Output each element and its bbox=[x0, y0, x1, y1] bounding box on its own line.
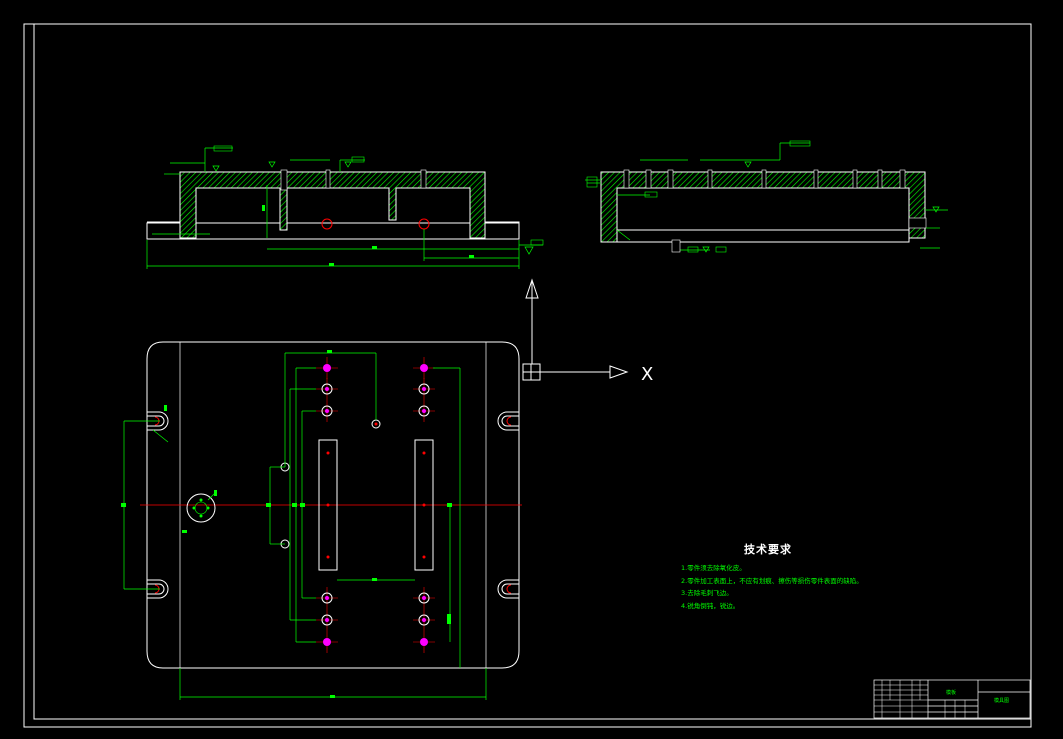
ucs-x-label: X bbox=[641, 364, 653, 385]
inner-frame bbox=[33, 23, 1032, 720]
tech-requirements-list: 1.零件须去除氧化皮。 2.零件加工表面上，不应有划痕、擦伤等损伤零件表面的缺陷… bbox=[681, 562, 863, 612]
ucs-icon bbox=[522, 278, 629, 381]
plan-holes bbox=[316, 357, 435, 653]
tech-requirement-item: 3.去除毛刺飞边。 bbox=[681, 589, 733, 597]
side-section-view bbox=[585, 140, 948, 253]
tech-requirements-title: 技术要求 bbox=[744, 543, 792, 556]
front-section-view bbox=[146, 145, 544, 269]
title-block-part-name: 模板 bbox=[946, 690, 957, 696]
plan-view bbox=[121, 341, 522, 700]
outer-frame bbox=[23, 23, 1032, 728]
title-block-drawing-no: 模具图 bbox=[994, 698, 1010, 704]
tech-requirement-item: 2.零件加工表面上，不应有划痕、擦伤等损伤零件表面的缺陷。 bbox=[681, 576, 863, 585]
tech-requirement-item: 1.零件须去除氧化皮。 bbox=[681, 564, 746, 572]
tech-requirement-item: 4.锐角倒钝，锐边。 bbox=[681, 601, 740, 610]
title-block bbox=[873, 679, 1031, 719]
